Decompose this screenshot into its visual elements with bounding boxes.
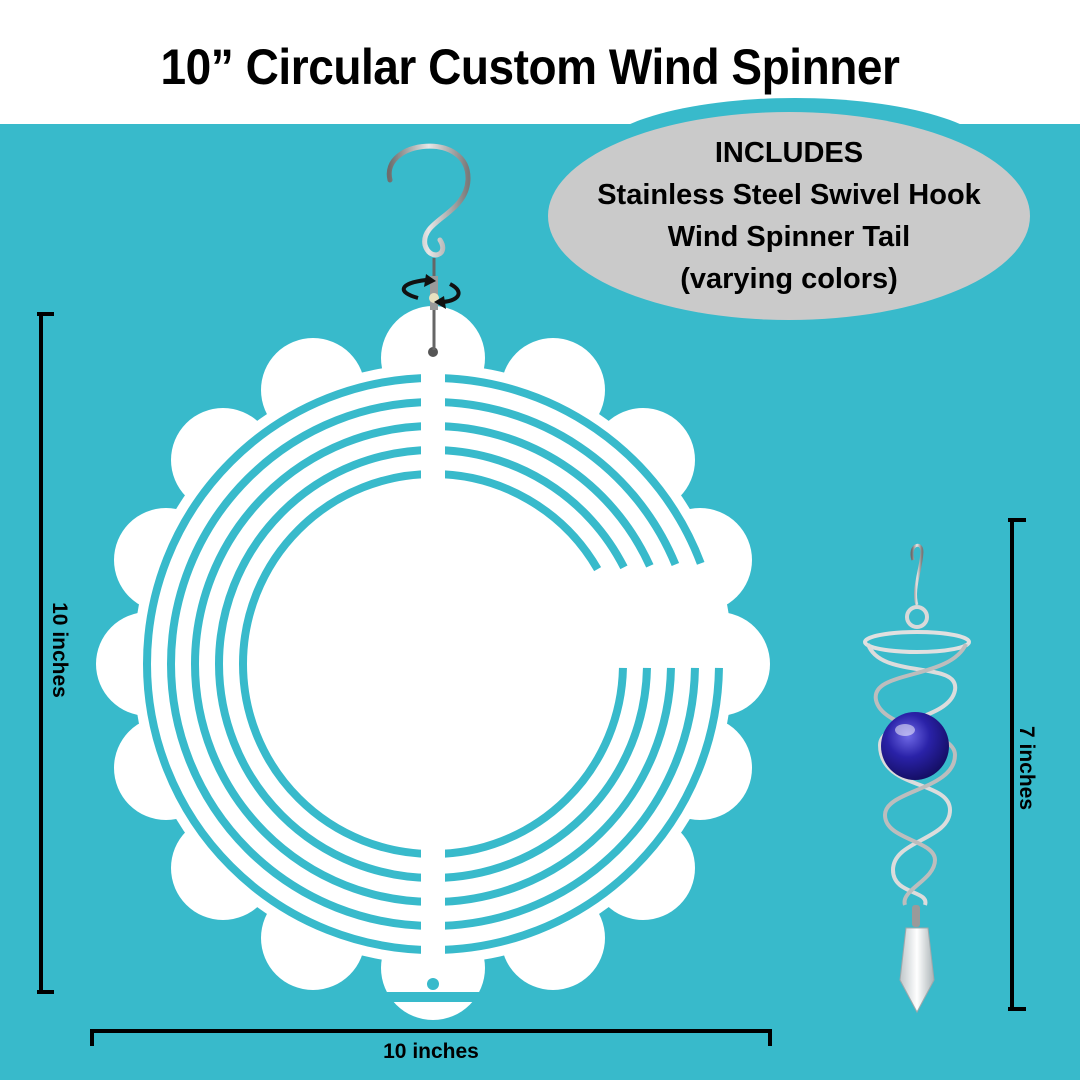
height-dimension-line xyxy=(37,312,54,994)
includes-item-note: (varying colors) xyxy=(680,263,898,295)
tail-dimension-line xyxy=(1008,518,1026,1011)
spinner-tail-icon xyxy=(863,543,971,1014)
includes-heading: INCLUDES xyxy=(714,137,864,169)
spinner-width-label: 10 inches xyxy=(383,1040,479,1063)
tail-height-label: 7 inches xyxy=(1015,725,1038,811)
wind-spinner xyxy=(0,306,1080,1020)
width-dimension-line xyxy=(90,1029,772,1046)
includes-badge: INCLUDES Stainless Steel Swivel Hook Win… xyxy=(548,112,1030,320)
includes-item-swivel-hook: Stainless Steel Swivel Hook xyxy=(597,179,981,211)
swivel-hook-icon xyxy=(386,143,471,350)
page-title: 10” Circular Custom Wind Spinner xyxy=(160,39,900,95)
rotate-arrows-icon xyxy=(402,274,461,309)
includes-item-spinner-tail: Wind Spinner Tail xyxy=(667,221,911,253)
spinner-height-label: 10 inches xyxy=(48,602,71,698)
